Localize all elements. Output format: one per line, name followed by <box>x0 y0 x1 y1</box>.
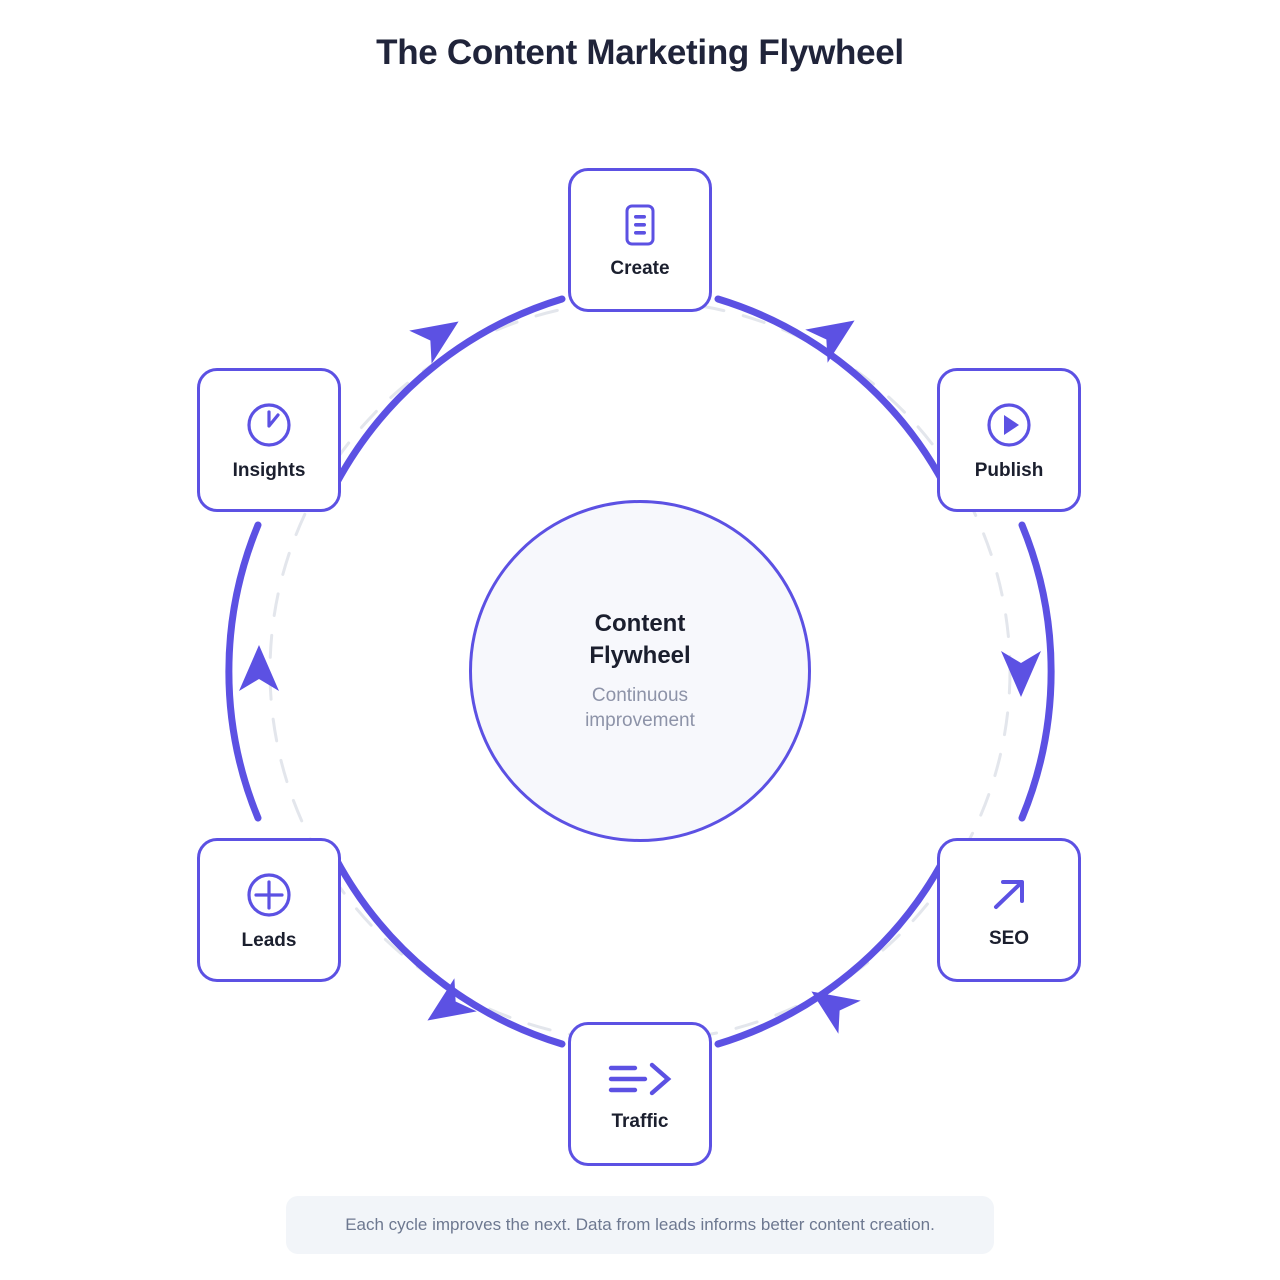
flow-arrow-upper-left <box>409 321 459 364</box>
node-create[interactable]: Create <box>568 168 712 312</box>
flow-arrow-left <box>239 645 279 691</box>
flywheel-ring <box>225 295 1055 1048</box>
caption-text: Each cycle improves the next. Data from … <box>345 1214 935 1234</box>
plus-circle-icon <box>245 871 293 919</box>
node-create-label: Create <box>610 257 670 279</box>
flow-chevron-icon <box>607 1058 673 1100</box>
hub-title: Content Flywheel <box>589 608 690 672</box>
node-leads-label: Leads <box>241 929 297 951</box>
hub-title-line-1: Content <box>594 610 686 638</box>
arrow-up-right-icon <box>987 873 1031 917</box>
node-publish[interactable]: Publish <box>937 368 1081 512</box>
diagram-stage: Content Flywheel Continuous improvement … <box>197 168 1081 1166</box>
play-circle-icon <box>985 401 1033 449</box>
arc-create-to-publish <box>714 295 948 488</box>
node-seo[interactable]: SEO <box>937 838 1081 982</box>
node-publish-label: Publish <box>974 459 1044 481</box>
node-traffic-label: Traffic <box>611 1110 669 1132</box>
arc-seo-to-traffic <box>714 855 948 1048</box>
clock-icon <box>245 401 293 449</box>
page-title: The Content Marketing Flywheel <box>376 33 904 72</box>
hub-subtitle-line-1: Continuous <box>591 685 689 707</box>
node-insights[interactable]: Insights <box>197 368 341 512</box>
flow-arrow-lower-right <box>811 991 861 1034</box>
node-insights-label: Insights <box>232 459 306 481</box>
arc-traffic-to-leads <box>332 855 566 1048</box>
node-seo-label: SEO <box>988 927 1030 949</box>
document-lines-icon <box>623 203 657 247</box>
arc-publish-to-seo <box>1018 521 1055 822</box>
node-leads[interactable]: Leads <box>197 838 341 982</box>
node-traffic[interactable]: Traffic <box>568 1022 712 1166</box>
hub-title-line-2: Flywheel <box>589 642 691 670</box>
caption-banner: Each cycle improves the next. Data from … <box>286 1196 994 1254</box>
hub-subtitle: Continuous improvement <box>585 684 695 733</box>
hub-circle: Content Flywheel Continuous improvement <box>469 500 811 842</box>
arc-insights-to-create <box>332 295 566 488</box>
flow-arrow-right <box>1001 651 1041 697</box>
flow-arrow-upper-right <box>805 320 855 363</box>
hub-subtitle-line-2: improvement <box>585 709 695 731</box>
flow-arrow-lower-left <box>427 978 477 1021</box>
arc-leads-to-insights <box>225 521 262 822</box>
